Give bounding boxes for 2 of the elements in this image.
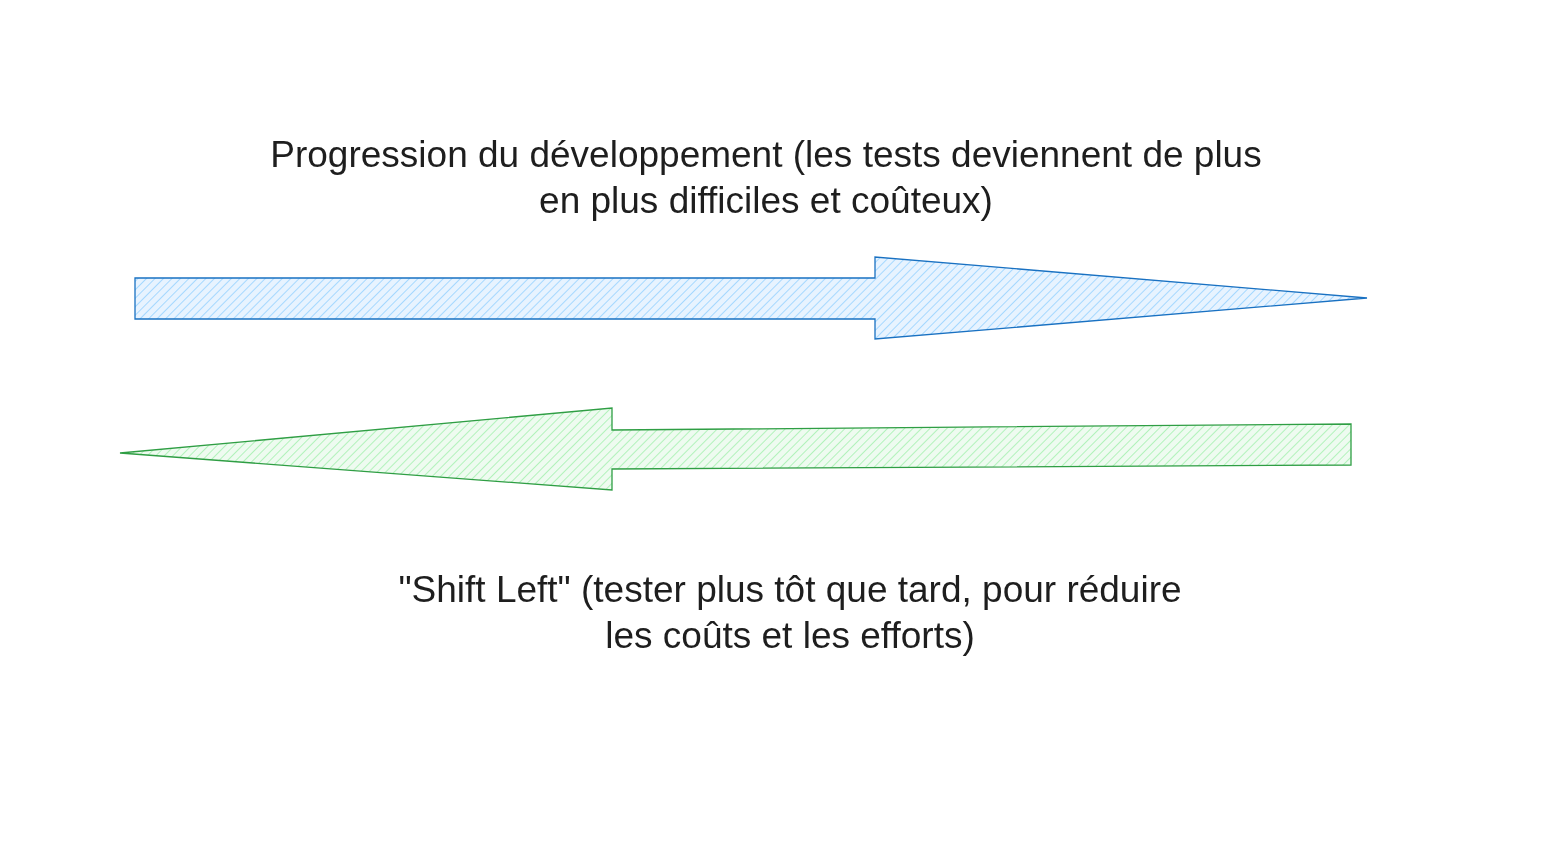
caption-text: "Shift Left" (tester plus tôt que tard, pour réduire les coûts et les efforts) bbox=[397, 568, 1183, 658]
caption-text: Progression du développement (les tests deviennent de plus en plus difficiles et coûteux) bbox=[269, 133, 1263, 223]
